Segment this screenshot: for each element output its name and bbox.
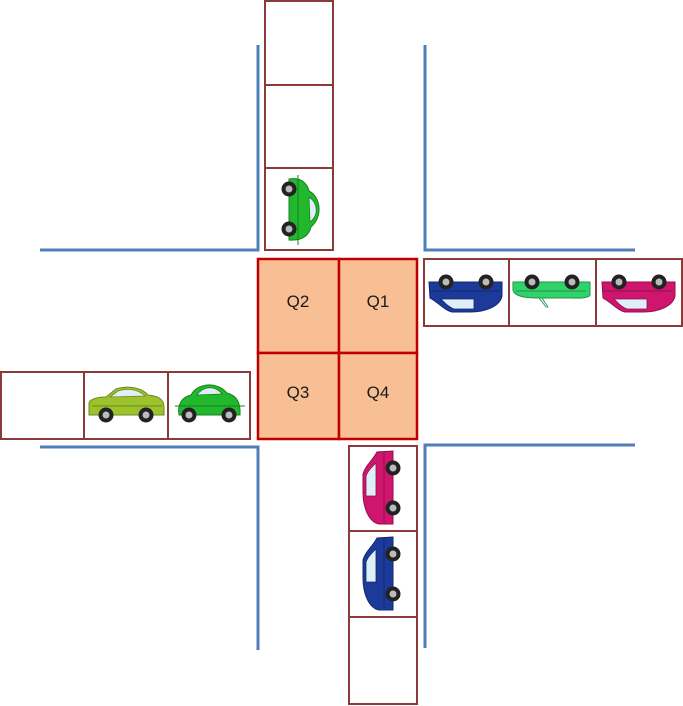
car-icon	[175, 384, 245, 423]
car-icon	[601, 274, 676, 313]
car-icon	[281, 175, 320, 245]
quadrant-q1	[337, 257, 419, 355]
lane-cell	[348, 616, 418, 705]
lane-cell	[264, 84, 334, 169]
road-edge-bottom-right	[423, 443, 635, 648]
quadrant-label-q2: Q2	[287, 292, 310, 311]
quadrant-q4	[337, 351, 419, 441]
road-edge-bottom-left	[40, 445, 260, 650]
car-icon	[362, 450, 401, 525]
road-edge-top-left	[40, 45, 260, 252]
car-icon	[88, 386, 165, 423]
lane-cell	[0, 371, 85, 440]
cars-layer	[88, 175, 676, 611]
road-edges	[40, 45, 635, 650]
intersection-grid: Q2 Q1 Q3 Q4	[256, 257, 419, 441]
quadrant-label-q4: Q4	[367, 383, 390, 402]
road-edge-top-right	[423, 45, 635, 252]
lane-cell	[264, 0, 334, 86]
quadrant-label-q3: Q3	[287, 383, 310, 402]
car-icon	[362, 536, 401, 611]
car-icon	[512, 274, 591, 308]
car-icon	[428, 274, 503, 313]
quadrant-label-q1: Q1	[367, 292, 390, 311]
